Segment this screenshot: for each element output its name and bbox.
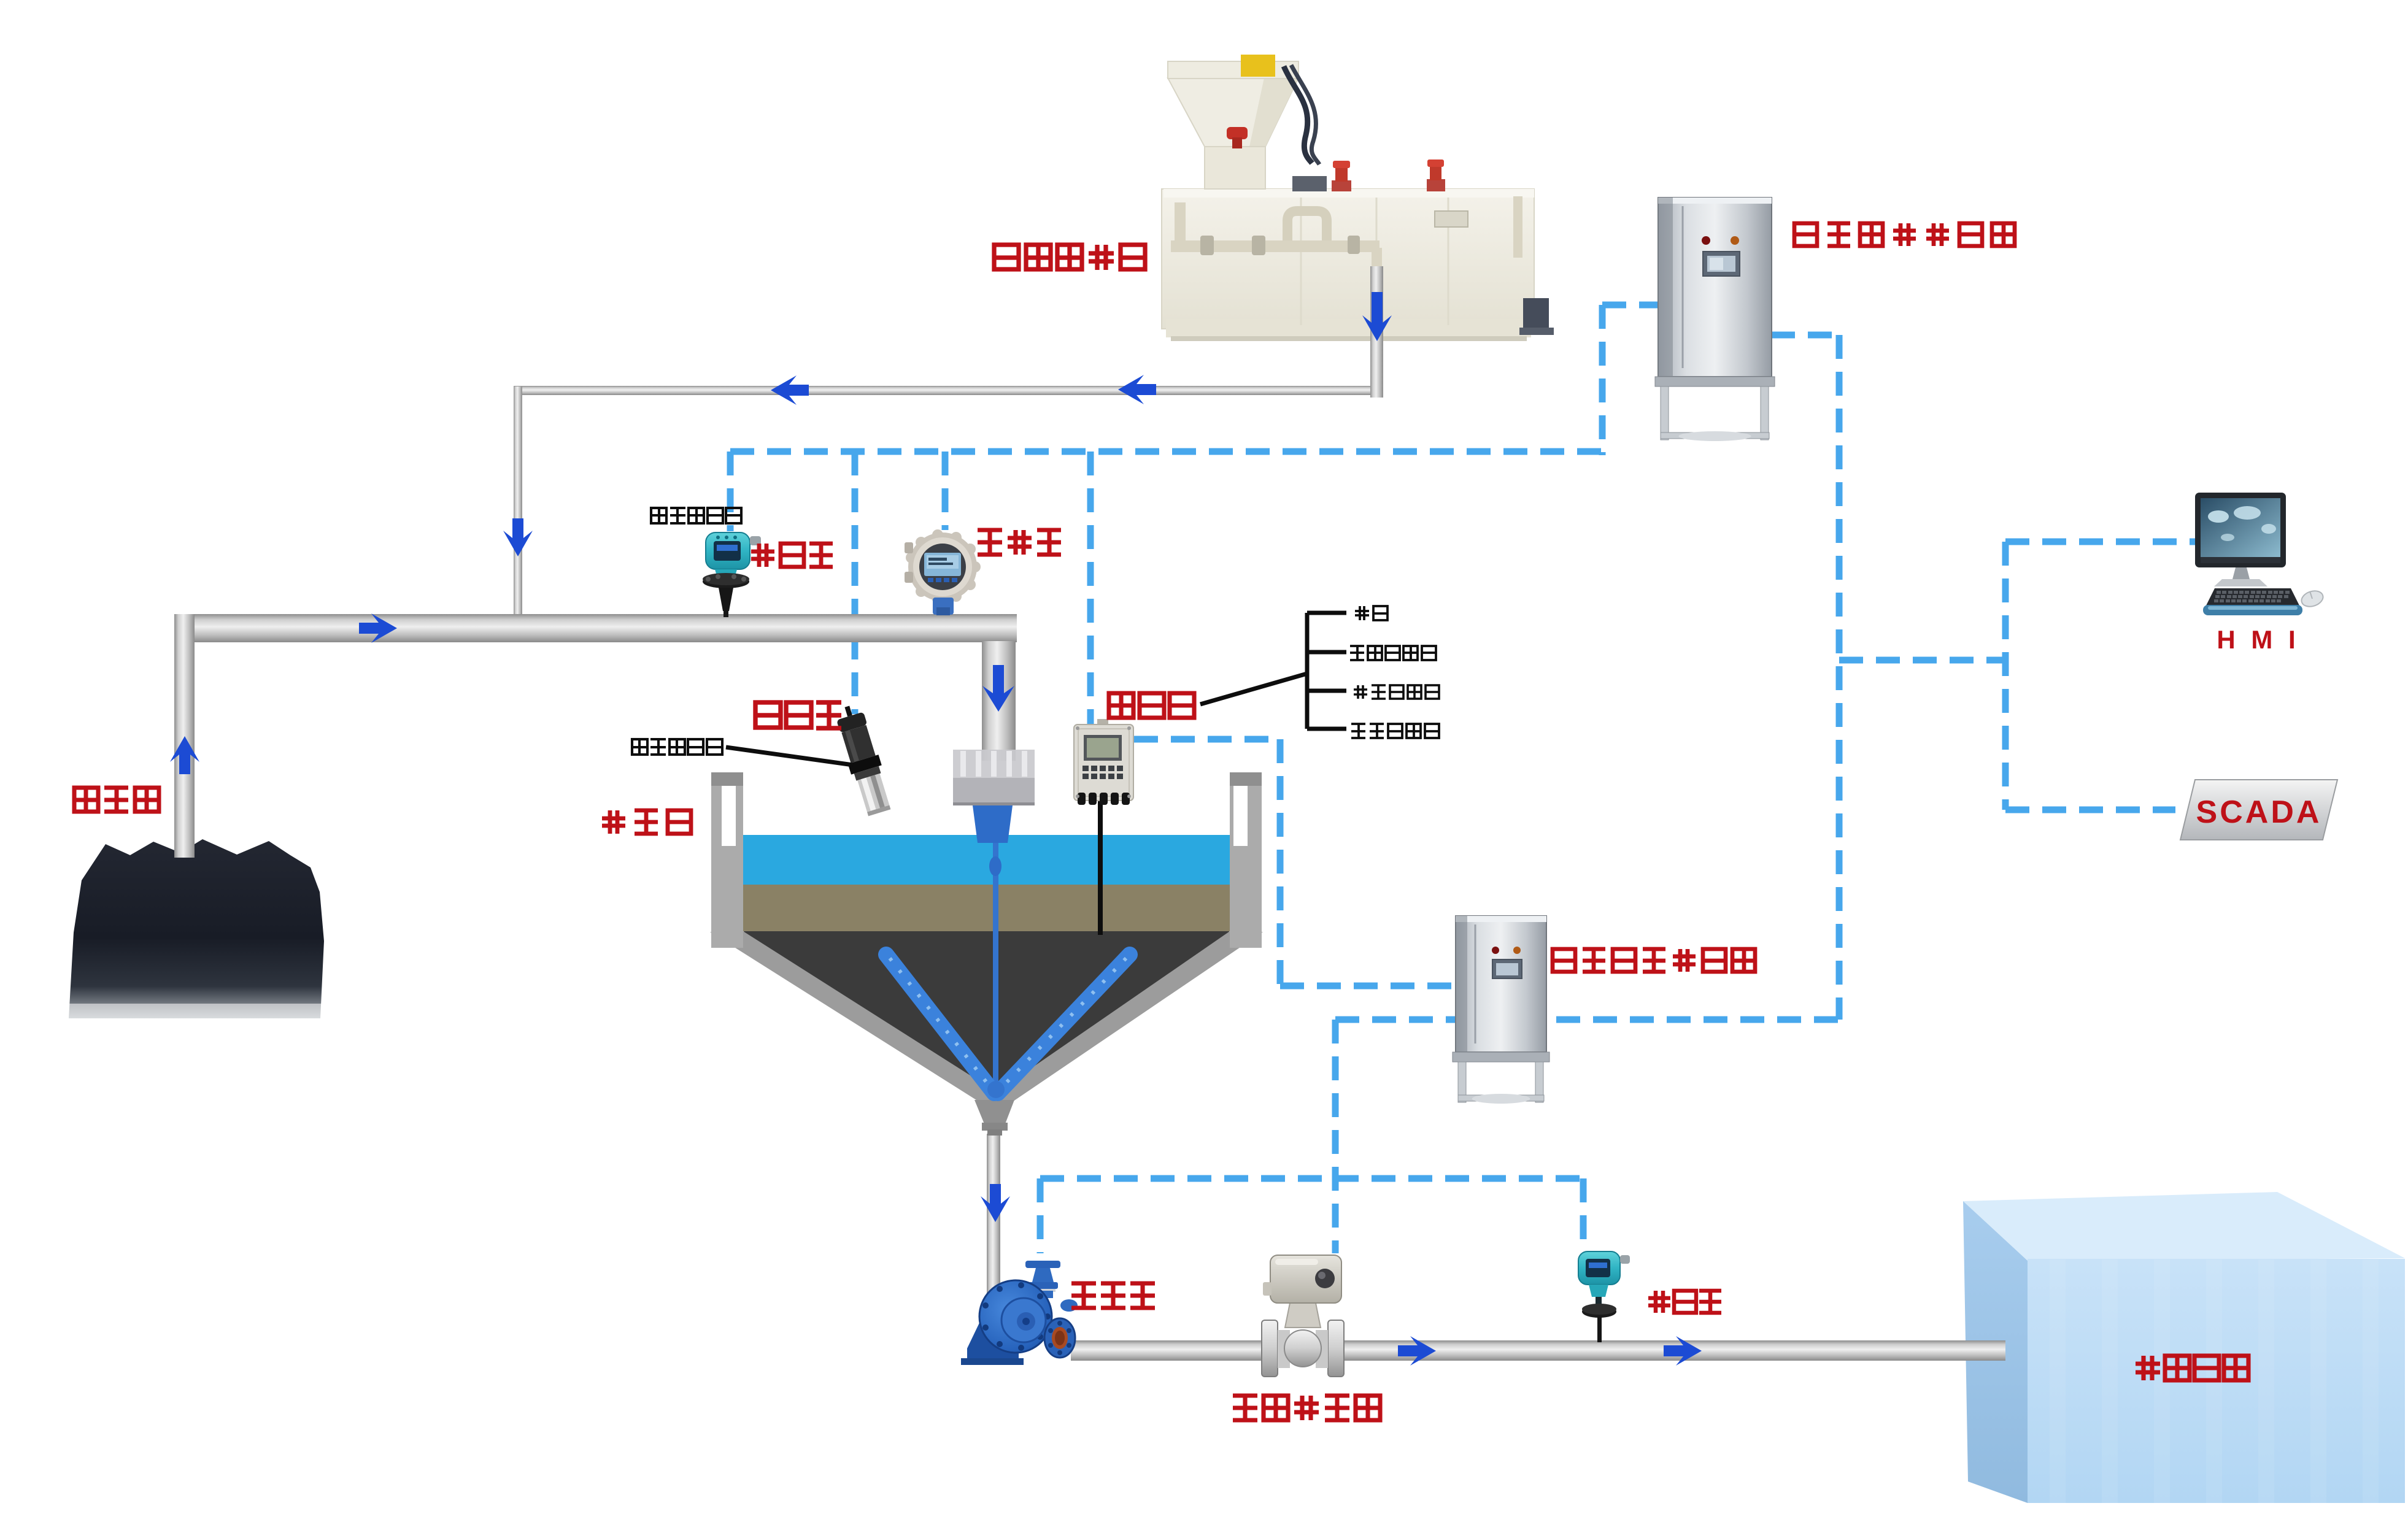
svg-text:H M I: H M I — [2217, 625, 2299, 654]
svg-text:SCADA: SCADA — [2196, 794, 2322, 830]
